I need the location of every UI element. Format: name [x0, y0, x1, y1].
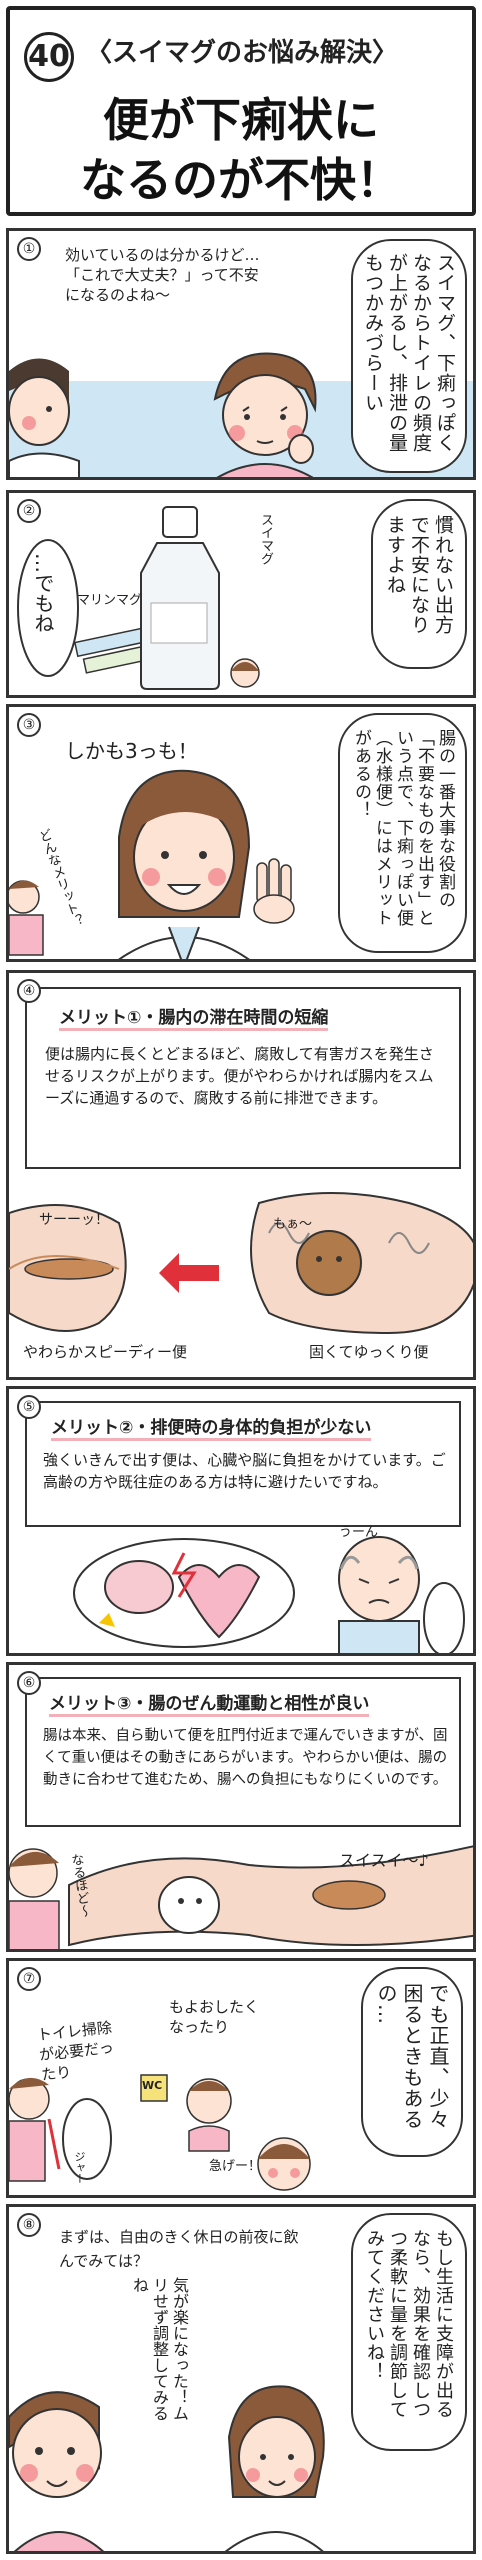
panel8-speech-bubble: もし生活に支障が出るなら、効果を確認しつつ柔軟に量を調節してみてくださいね！: [351, 2213, 467, 2451]
panel1-speech-bubble: スイマグ、下痢っぽくなるからトイレの頻度が上がるし、排泄の量もつかみづらーい: [351, 239, 467, 473]
merit3-body: 腸は本来、自ら動いて便を肛門付近まで運んでいきますが、固くて重い便はその動きにあ…: [43, 1728, 448, 1788]
panel2-thought: …でもね: [31, 553, 55, 633]
panel-3: ③ しかも3っも！ どんなメリット？ 腸の一番大事な役割の「不要なものを出す」と…: [6, 704, 476, 962]
panel-number: ①: [17, 237, 41, 261]
panel3-shout: しかも3っも！: [65, 739, 198, 763]
patient-character-icon: [213, 352, 317, 477]
episode-number: 40: [24, 32, 74, 82]
doctor-character-icon: [224, 2385, 325, 2551]
panel-number: ⑦: [17, 1967, 41, 1991]
panel3-speech-bubble: 腸の一番大事な役割の「不要なものを出す」という点で、下痢っぽい便（水様便）にはメ…: [338, 713, 467, 953]
wc-sign-label: WC: [142, 2079, 163, 2092]
panel-number: ⑥: [17, 1671, 41, 1695]
sticks-label: マリンマグ: [77, 593, 143, 608]
panel8-text: まずは、自由のきく休日の前夜に飲んでみては？: [59, 2228, 299, 2270]
merit3-box: [25, 1677, 461, 1827]
sfx-fast: サーーッ！: [39, 1212, 109, 1228]
panel-1: ① 効いているのは分かるけど…「これで大丈夫？」って不安になるのよね〜 スイマグ…: [6, 228, 476, 480]
label-soft-stool: やわらかスピーディー便: [23, 1343, 187, 1361]
merit1-title: メリット①・腸内の滞在時間の短縮: [59, 1003, 329, 1031]
patient-character-icon: [9, 2391, 104, 2551]
main-title-line2: なるのが不快！: [80, 153, 402, 207]
panel-number: ⑤: [17, 1395, 41, 1419]
panel7-left-text: トイレ掃除が必要だったり: [36, 2018, 115, 2085]
panel-5: ⑤ メリット②・排便時の身体的負担が少ない 強くいきんで出す便は、心臓や脳に負担…: [6, 1386, 476, 1656]
main-title-line1: 便が下痢状に: [103, 93, 379, 147]
sfx-hurry: 急げー！: [209, 2159, 262, 2174]
sfx-flush: ジャー: [73, 2151, 86, 2184]
intestine-illustration: [9, 1192, 473, 1335]
panel-number: ④: [17, 979, 41, 1003]
merit3-title: メリット③・腸のぜん動運動と相性が良い: [49, 1689, 370, 1717]
panel-number: ③: [17, 713, 41, 737]
merit1-body: 便は腸内に長くとどまるほど、腐敗して有害ガスを発生させるリスクが上がります。便が…: [45, 1045, 434, 1107]
panel5-sfx: うーん: [339, 1525, 379, 1540]
panel8-aside: 気が楽になった！ムリせず調整してみるね: [130, 2277, 189, 2421]
patient-character-icon: [9, 1848, 60, 1949]
sfx-slow: もぁ〜: [273, 1217, 313, 1232]
panel-number: ②: [17, 499, 41, 523]
doctor-mini-icon: [230, 658, 260, 688]
bottle-icon: [140, 506, 220, 690]
toilet-illustration: [9, 2077, 112, 2182]
bottle-label: スイマグ: [258, 513, 273, 565]
panel-number: ⑧: [17, 2213, 41, 2237]
doctor-character-icon: [118, 769, 251, 959]
panel-8: ⑧ まずは、自由のきく休日の前夜に飲んでみては？ 気が楽になった！ムリせず調整し…: [6, 2204, 476, 2554]
heart-brain-illustration: [73, 1538, 295, 1648]
woman-character-icon: [9, 358, 80, 477]
panel-6: ⑥ メリット③・腸のぜん動運動と相性が良い 腸は本来、自ら動いて便を肛門付近まで…: [6, 1662, 476, 1952]
running-person-icon: [186, 2078, 232, 2152]
merit2-box: [25, 1401, 461, 1527]
panel7-mid-text: もよおしたくなったり: [169, 1998, 260, 2036]
elderly-man-icon: [338, 1536, 465, 1653]
label-hard-stool: 固くてゆっくり便: [309, 1343, 429, 1361]
series-title: 〈スイマグのお悩み解決〉: [86, 38, 399, 68]
panel-7: ⑦ トイレ掃除が必要だったり もよおしたくなったり ジャー WC 急げー！ でも…: [6, 1958, 476, 2198]
panel1-thought: 効いているのは分かるけど…「これで大丈夫？」って不安になるのよね〜: [65, 246, 260, 304]
three-fingers-icon: [253, 858, 295, 924]
patient-character-icon: [9, 880, 44, 956]
merit1-box: [25, 987, 461, 1169]
merit2-title: メリット②・排便時の身体的負担が少ない: [51, 1413, 372, 1441]
intestine-flow-illustration: [68, 1845, 473, 1947]
title-box: 40 〈スイマグのお悩み解決〉 便が下痢状に なるのが不快！: [6, 6, 476, 216]
panel6-sfx: スイスイ〜♪: [339, 1851, 429, 1870]
panel-2: ② …でもね マリンマグ スイマグ 慣れない出方で不安になりますよね: [6, 490, 476, 698]
wc-sign-icon: [140, 2074, 168, 2102]
panel7-speech-bubble: でも正直、少々困るときもあるの…: [361, 1967, 463, 2157]
doctor-mini-icon: [257, 2137, 311, 2191]
speech-blob: [17, 539, 79, 677]
panel-4: ④ メリット①・腸内の滞在時間の短縮 便は腸内に長くとどまるほど、腐敗して有害ガ…: [6, 970, 476, 1380]
merit2-body: 強くいきんで出す便は、心臓や脳に負担をかけています。ご高齢の方や既往症のある方は…: [43, 1451, 446, 1491]
panel2-speech-bubble: 慣れない出方で不安になりますよね: [371, 499, 467, 669]
